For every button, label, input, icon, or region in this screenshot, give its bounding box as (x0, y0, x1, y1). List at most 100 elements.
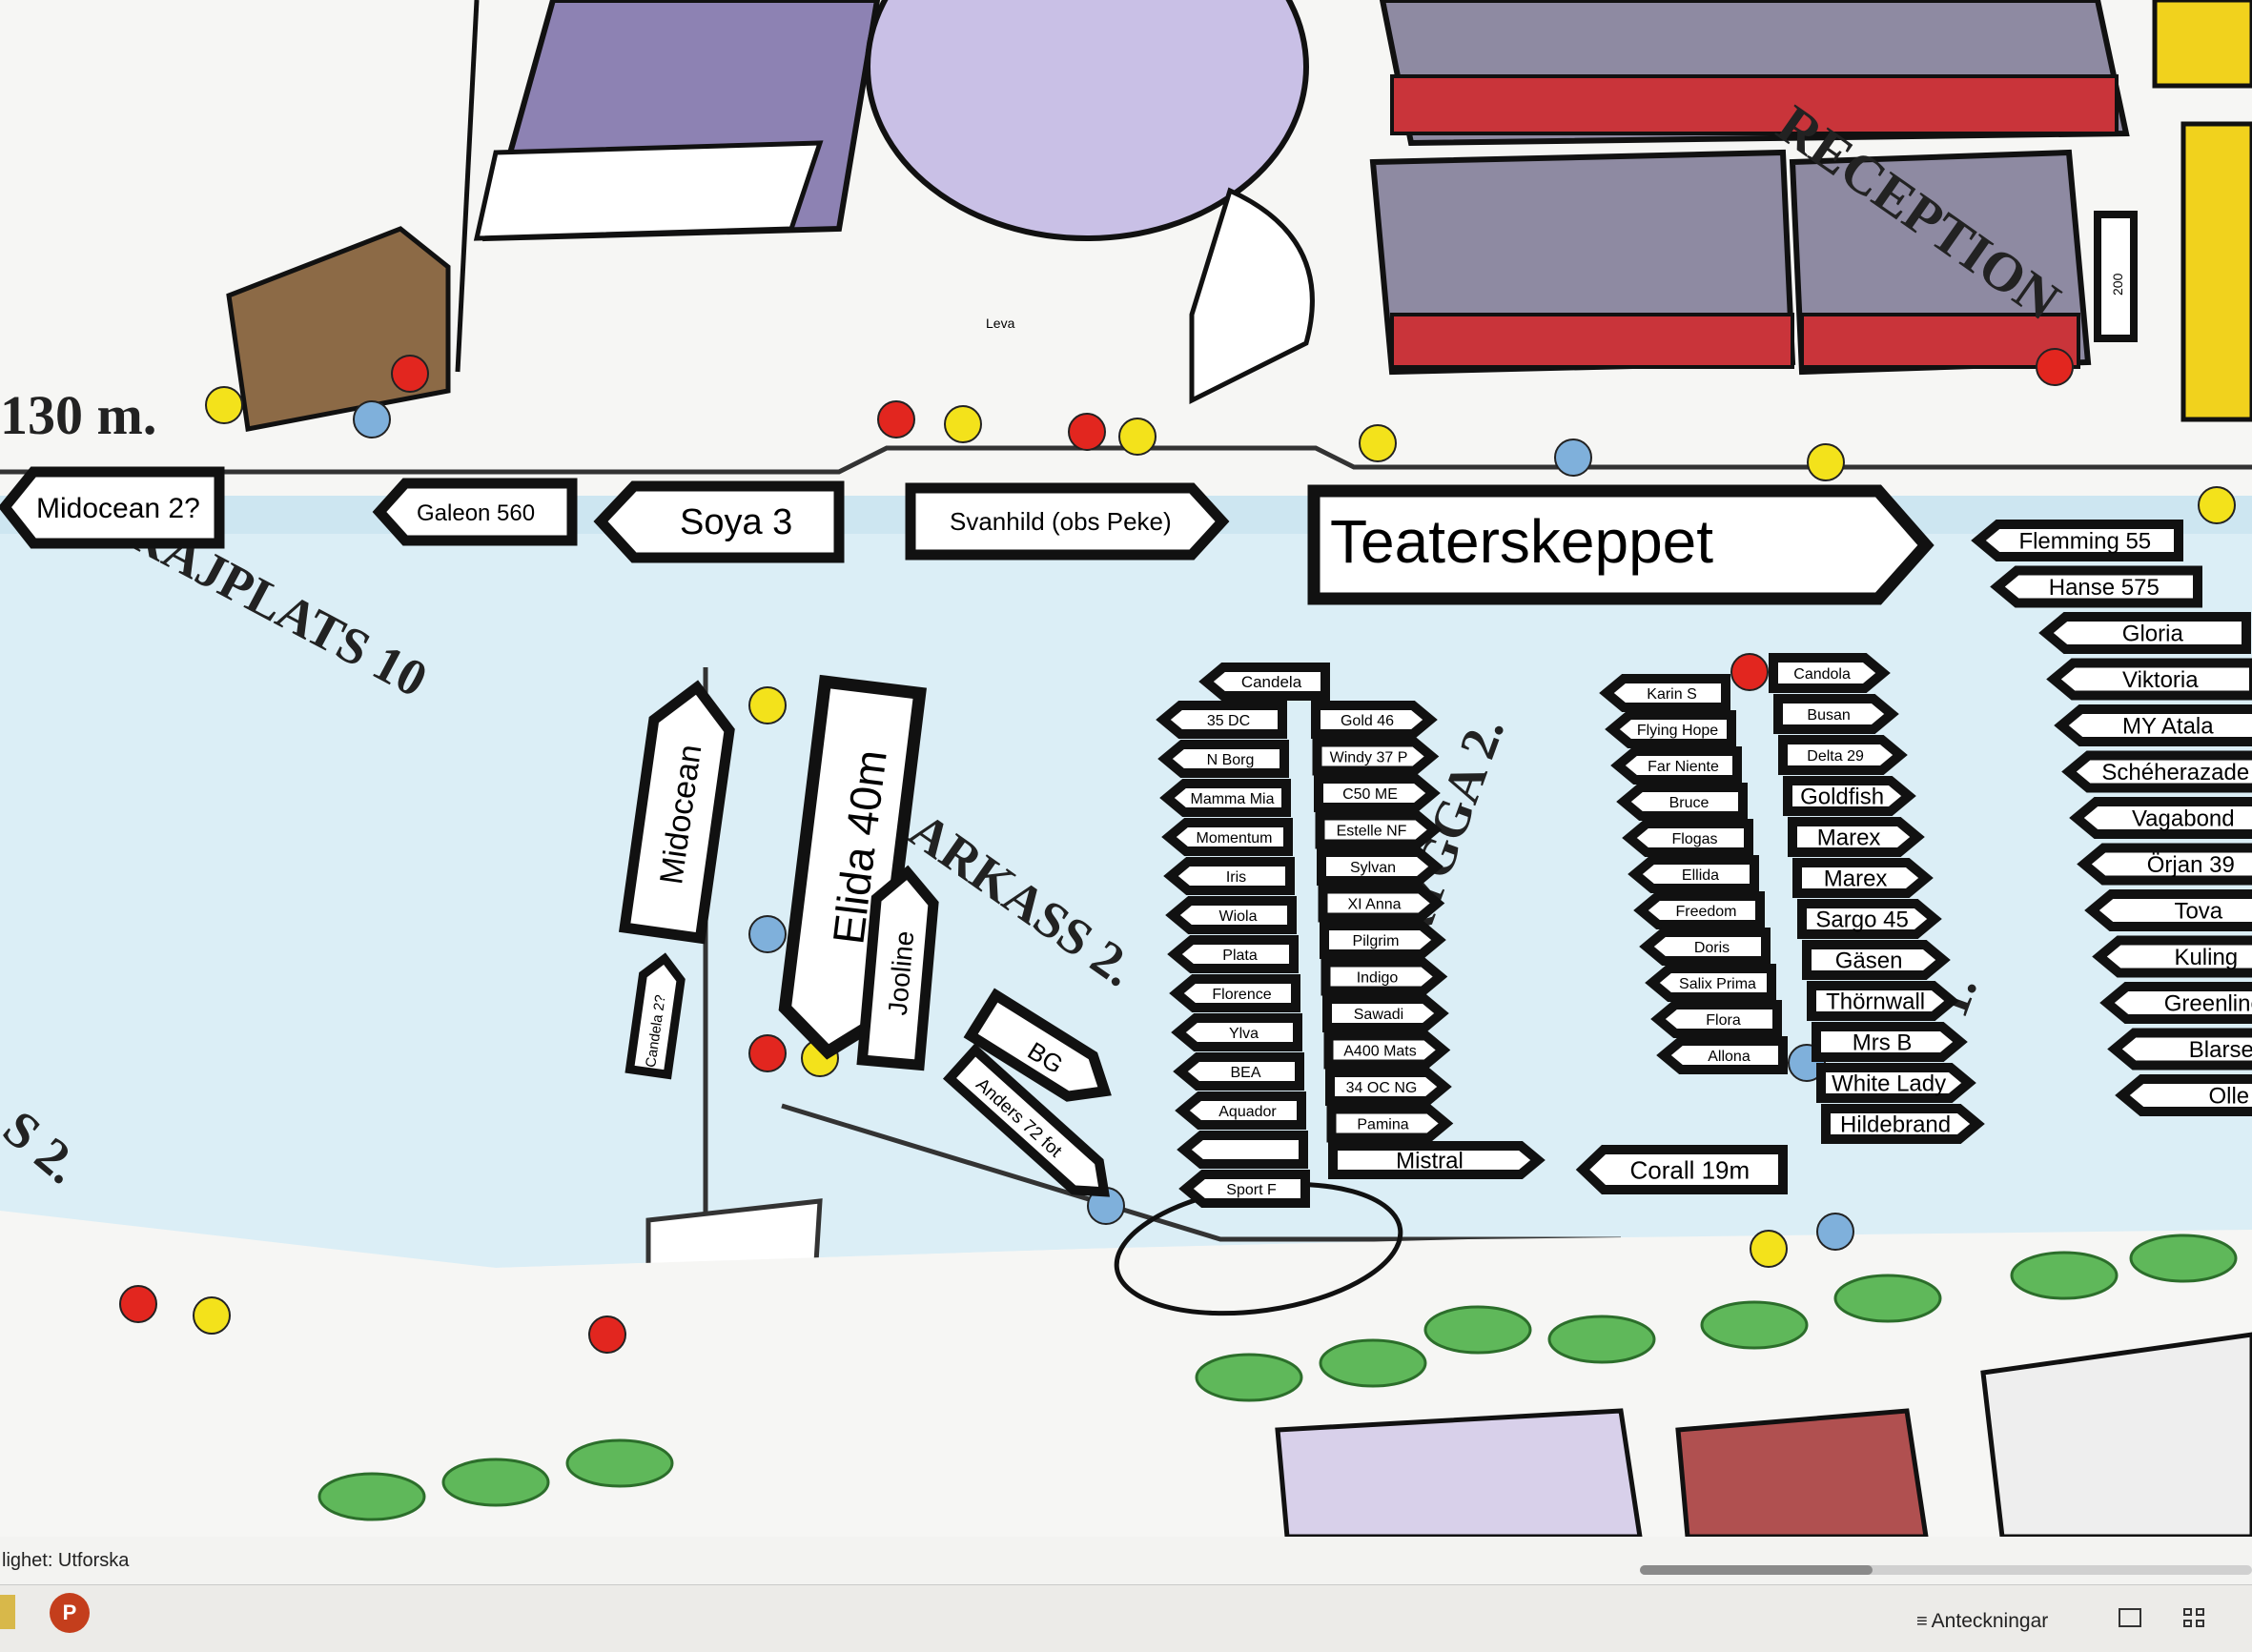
boat-tag-c50-me[interactable]: C50 ME (1314, 774, 1441, 812)
notes-button[interactable]: ≡Anteckningar (1916, 1610, 2048, 1633)
boat-tag-windy-37-p[interactable]: Windy 37 P (1312, 737, 1440, 776)
boat-tag-kuling[interactable]: Kuling (2092, 935, 2252, 978)
boat-tag-allona[interactable]: Allona (1656, 1036, 1788, 1074)
boat-tag-marex[interactable]: Marex (1788, 817, 1925, 857)
boat-tag-sylvan[interactable]: Sylvan (1317, 847, 1443, 886)
slide-sorter-icon[interactable] (2183, 1608, 2206, 1629)
boat-tag-midocean-2[interactable]: Midocean 2? (0, 466, 225, 549)
boat-tag-momentum[interactable]: Momentum (1161, 818, 1293, 856)
boat-name: Windy 37 P (1330, 749, 1408, 765)
boat-tag-34-oc-ng[interactable]: 34 OC NG (1325, 1068, 1452, 1106)
boat-tag-greenline[interactable]: Greenline (2099, 982, 2252, 1024)
boat-tag-salix-prima[interactable]: Salix Prima (1645, 964, 1776, 1002)
boat-tag-freedom[interactable]: Freedom (1633, 891, 1765, 929)
boat-tag-g-sen[interactable]: Gäsen (1802, 940, 1951, 980)
boat-tag-bruce[interactable]: Bruce (1616, 783, 1748, 821)
boat-tag-far-niente[interactable]: Far Niente (1610, 746, 1742, 785)
horizontal-scrollbar[interactable] (1640, 1565, 2252, 1575)
boat-tag-my-atala[interactable]: MY Atala (2054, 704, 2252, 746)
boat-tag-bg[interactable]: BG (963, 988, 1117, 1112)
boat-name: Örjan 39 (2147, 852, 2235, 878)
boat-tag-bea[interactable]: BEA (1173, 1052, 1304, 1091)
boat-tag-goldfish[interactable]: Goldfish (1783, 776, 1916, 816)
boat-tag-mistral[interactable]: Mistral (1328, 1141, 1546, 1179)
boat-tag-unnamed[interactable] (1177, 1131, 1308, 1169)
boat-tag-karin-s[interactable]: Karin S (1599, 674, 1730, 712)
boat-name: Iris (1226, 869, 1246, 886)
boat-name: Sawadi (1354, 1007, 1403, 1023)
boat-name: Sylvan (1350, 860, 1396, 876)
boat-tag-th-rnwall[interactable]: Thörnwall (1807, 981, 1959, 1021)
boat-tag-galeon-560[interactable]: Galeon 560 (372, 478, 578, 546)
boat-tag-hanse-575[interactable]: Hanse 575 (1990, 565, 2202, 608)
boat-tag-jooline[interactable]: Jooline (856, 865, 939, 1071)
boat-tag-estelle-nf[interactable]: Estelle NF (1315, 810, 1443, 849)
room-label: 200 (2110, 273, 2125, 296)
boat-tag-indigo[interactable]: Indigo (1320, 957, 1448, 996)
boat-tag-pilgrim[interactable]: Pilgrim (1320, 921, 1446, 959)
boat-tag-hildebrand[interactable]: Hildebrand (1821, 1104, 1985, 1144)
accessibility-status[interactable]: lighet: Utforska (2, 1550, 130, 1571)
boat-tag-ylva[interactable]: Ylva (1171, 1013, 1302, 1051)
scrollbar-thumb[interactable] (1640, 1565, 1873, 1575)
boat-tag-olle[interactable]: Olle (2115, 1074, 2252, 1116)
boat-tag-plata[interactable]: Plata (1167, 935, 1299, 973)
powerpoint-icon[interactable]: P (50, 1593, 90, 1633)
boat-tag-marex[interactable]: Marex (1792, 858, 1934, 898)
boat-tag-flogas[interactable]: Flogas (1622, 819, 1753, 857)
boat-tag-sargo-45[interactable]: Sargo 45 (1797, 899, 1942, 939)
boat-tag-blarse[interactable]: Blarse (2107, 1028, 2252, 1071)
boat-tag-vagabond[interactable]: Vagabond (2069, 797, 2252, 839)
boat-tag-teaterskeppet[interactable]: Teaterskeppet (1307, 484, 1935, 605)
building-bottom-1 (1275, 1408, 1643, 1540)
boat-name: Pamina (1357, 1116, 1408, 1132)
svg-text:Galeon 560: Galeon 560 (417, 500, 535, 526)
boat-tag-delta-29[interactable]: Delta 29 (1778, 735, 1908, 775)
boat-tag-n-borg[interactable]: N Borg (1157, 740, 1289, 778)
boat-tag-wiola[interactable]: Wiola (1165, 896, 1297, 934)
taskbar-app-icon[interactable] (0, 1595, 15, 1629)
boat-tag-candela[interactable]: Candela (1198, 663, 1330, 701)
boat-tag-flora[interactable]: Flora (1650, 1000, 1782, 1038)
boat-tag-mamma-mia[interactable]: Mamma Mia (1159, 779, 1291, 817)
tree (317, 1472, 426, 1521)
boat-tag-iris[interactable]: Iris (1163, 857, 1295, 895)
boat-tag-pamina[interactable]: Pamina (1326, 1104, 1454, 1143)
boat-tag-gloria[interactable]: Gloria (2038, 612, 2251, 654)
boat-tag-mrs-b[interactable]: Mrs B (1812, 1022, 1968, 1062)
building-yellow-top (2152, 0, 2252, 89)
boat-tag-35-dc[interactable]: 35 DC (1156, 701, 1287, 739)
boat-tag-xi-anna[interactable]: XI Anna (1318, 884, 1445, 923)
boat-tag-corall-19m[interactable]: Corall 19m (1575, 1145, 1788, 1194)
normal-view-icon[interactable] (2119, 1608, 2141, 1627)
boat-tag-viktoria[interactable]: Viktoria (2046, 658, 2252, 701)
boat-tag-soya-3[interactable]: Soya 3 (593, 480, 845, 563)
boat-tag-aquador[interactable]: Aquador (1175, 1091, 1306, 1130)
boat-tag-a400-mats[interactable]: A400 Mats (1323, 1030, 1451, 1070)
boat-tag-white-lady[interactable]: White Lady (1816, 1063, 1976, 1103)
boat-tag-midocean[interactable]: Midocean (618, 680, 735, 945)
boat-tag-svanhild[interactable]: Svanhild (obs Peke) (905, 482, 1230, 561)
boat-name: Flying Hope (1637, 723, 1718, 739)
boat-tag-busan[interactable]: Busan (1773, 694, 1899, 734)
boat-tag-doris[interactable]: Doris (1639, 928, 1771, 966)
boat-tag-candela-2[interactable]: Candela 2? (624, 952, 686, 1080)
boat-tag-tova[interactable]: Tova (2084, 889, 2252, 931)
boat-tag-candola[interactable]: Candola (1769, 653, 1891, 693)
boat-tag-sch-herazade[interactable]: Schéherazade (2061, 750, 2252, 793)
boat-tag-florence[interactable]: Florence (1169, 974, 1300, 1012)
boat-tag-ellida[interactable]: Ellida (1628, 855, 1759, 893)
harbor-map: RECEPTION 200 Leva 130 m. KAJPLATS 10 AR… (0, 0, 2252, 1540)
boat-tag-sport-f[interactable]: Sport F (1178, 1170, 1310, 1208)
boat-tag-rjan-39[interactable]: Örjan 39 (2077, 843, 2252, 886)
tree (1547, 1315, 1656, 1364)
boat-tag-sawadi[interactable]: Sawadi (1322, 994, 1449, 1032)
boat-name: Tova (2174, 899, 2222, 925)
boat-tag-gold-46[interactable]: Gold 46 (1311, 701, 1438, 739)
boat-name: A400 Mats (1343, 1043, 1416, 1059)
boat-tag-flying-hope[interactable]: Flying Hope (1605, 710, 1736, 748)
boat-tag-flemming-55[interactable]: Flemming 55 (1971, 520, 2183, 561)
marker-dot (1807, 443, 1845, 481)
